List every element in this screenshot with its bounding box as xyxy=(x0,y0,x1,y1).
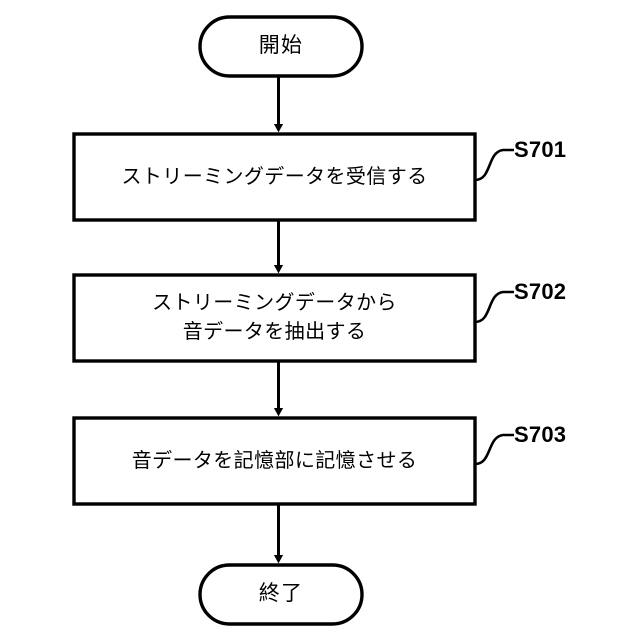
leader-line-s701 xyxy=(474,148,514,182)
leader-line-s702 xyxy=(474,290,514,324)
step-code-s701: S701 xyxy=(514,137,567,162)
leader-line-s703 xyxy=(474,433,514,466)
node-s703-shape xyxy=(72,416,477,506)
node-start-shape xyxy=(198,15,364,78)
node-s701-shape xyxy=(72,132,477,222)
step-code-s702: S702 xyxy=(514,279,567,304)
node-end-shape xyxy=(198,563,364,626)
node-s702-shape xyxy=(72,273,477,363)
step-code-s703: S703 xyxy=(514,422,567,447)
